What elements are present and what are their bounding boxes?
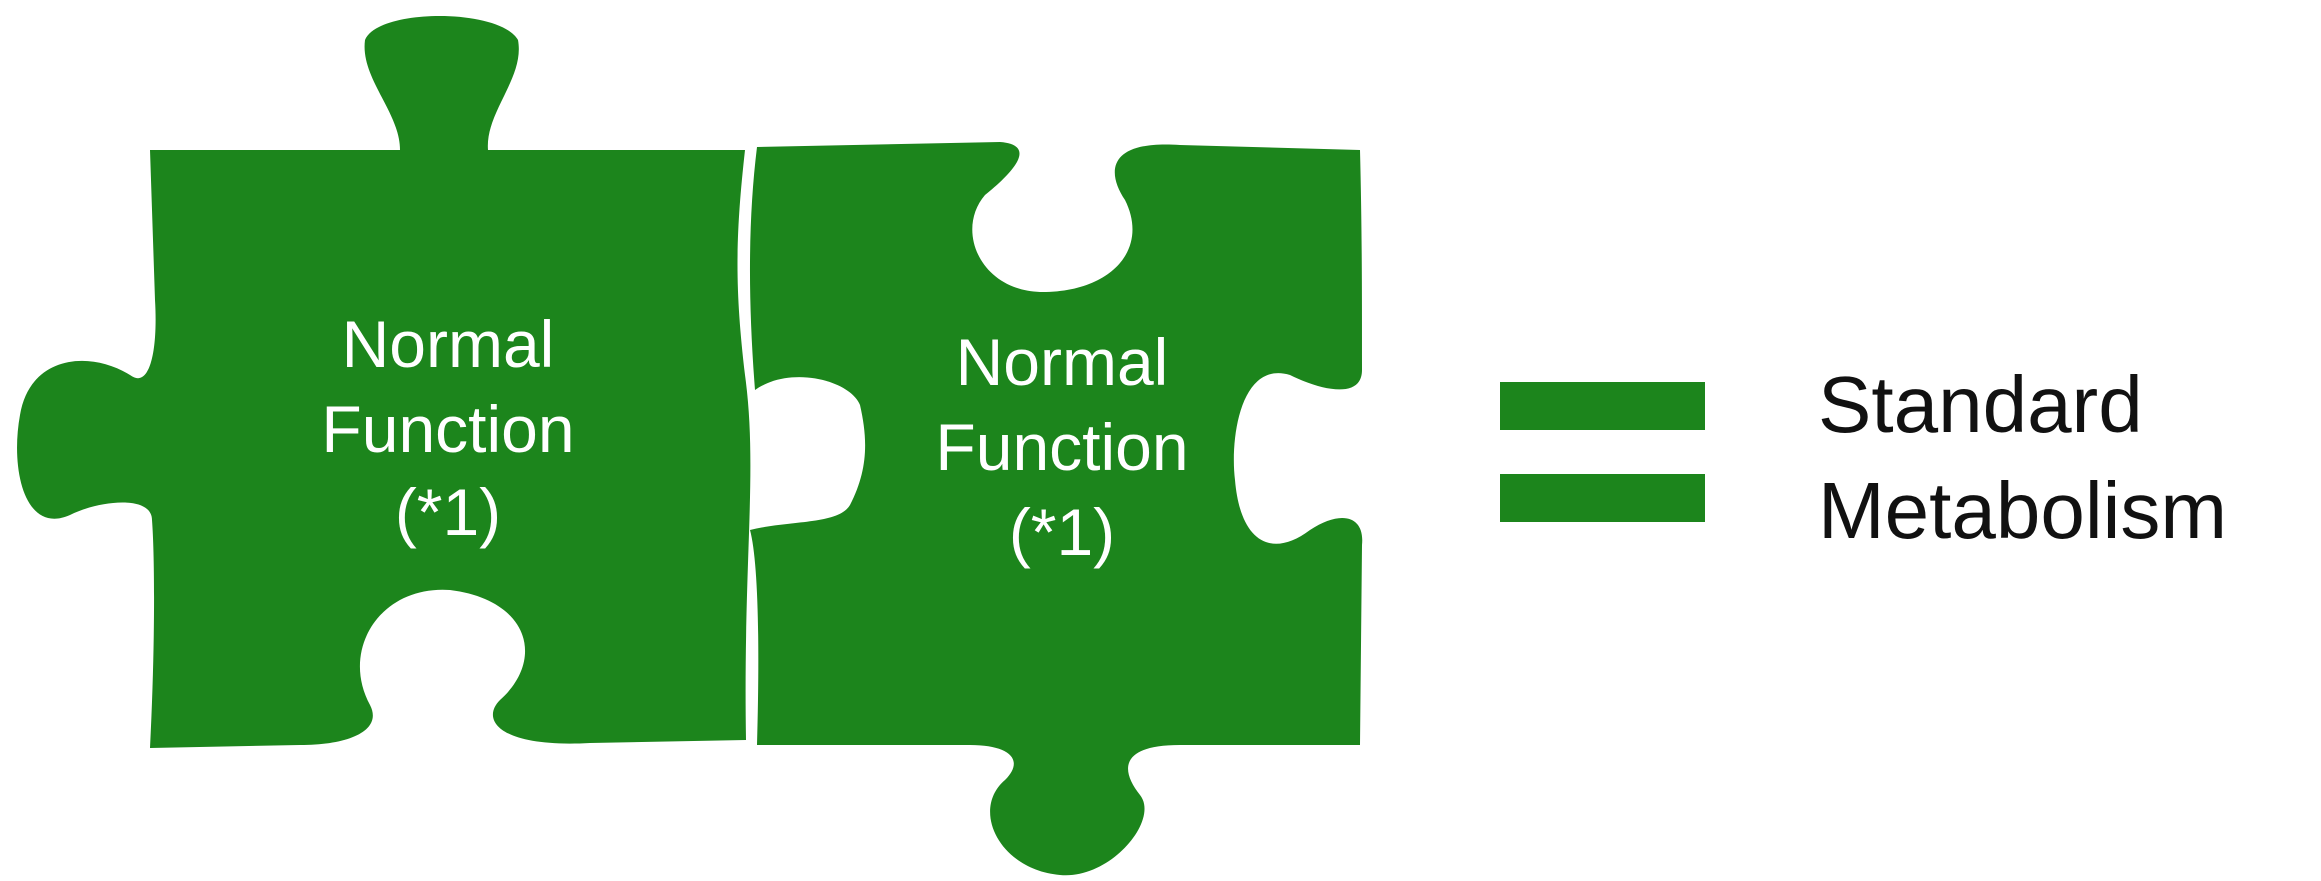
right-piece-label-line3: (*1) [1009, 495, 1115, 569]
right-puzzle-piece-shape [749, 142, 1363, 876]
left-puzzle-piece: Normal Function (*1) [17, 16, 751, 748]
right-piece-label-line1: Normal [956, 325, 1169, 399]
left-puzzle-piece-shape [17, 16, 751, 748]
left-piece-label-line1: Normal [342, 307, 555, 381]
right-piece-label-line2: Function [935, 410, 1188, 484]
equals-sign-icon [1500, 382, 1705, 522]
result-label-line2: Metabolism [1818, 466, 2227, 555]
left-piece-label-line3: (*1) [395, 475, 501, 549]
right-puzzle-piece: Normal Function (*1) [749, 142, 1363, 876]
result-label-line1: Standard [1818, 360, 2143, 449]
equals-top-bar [1500, 382, 1705, 430]
left-piece-label-line2: Function [321, 392, 574, 466]
equals-bottom-bar [1500, 474, 1705, 522]
result-label: Standard Metabolism [1818, 360, 2227, 555]
